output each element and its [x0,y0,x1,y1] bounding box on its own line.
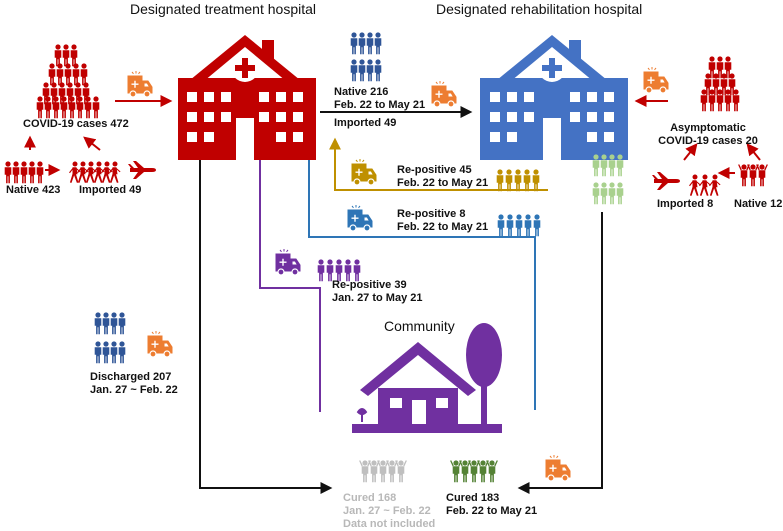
community-title: Community [384,318,455,334]
repositive-gold-line2: Feb. 22 to May 21 [397,177,489,189]
imported-cases-label: Imported 49 [79,184,142,196]
cured-grey-line1: Cured 168 [343,492,397,504]
native-people-icon [4,161,44,184]
asymptomatic-label-line2: COVID-19 cases 20 [658,135,758,147]
airplane-icon-left [128,161,156,179]
repositive-blue-people-icon [497,214,541,237]
covid-cases-people-icon [36,44,100,119]
arrow-repositive-blue [303,137,536,410]
repositive-blue-line1: Re-positive 8 [397,208,466,220]
repositive-gold-line1: Re-positive 45 [397,164,472,176]
cured-green-label: Cured 183 Feb. 22 to May 21 [446,492,537,518]
cured-grey-people-icon [359,460,407,483]
cured-grey-line3: Data not included [343,518,436,530]
ambulance-icon-discharged [147,330,173,358]
repositive-blue-label: Re-positive 8 Feb. 22 to May 21 [397,208,488,234]
arrow-repositive-purple [254,137,321,412]
native-asymptomatic-label: Native 12 [734,198,783,210]
ambulance-icon-right [643,66,669,94]
arrow-rehab-to-cured [517,212,603,494]
asymptomatic-label: Asymptomatic COVID-19 cases 20 [653,122,763,148]
ambulance-icon-cured [545,454,571,482]
treatment-hospital-title: Designated treatment hospital [130,1,316,17]
rehabilitation-hospital-icon [480,35,628,160]
rehab-patients-people-icon [592,154,624,205]
flow-arrows [24,95,761,494]
repositive-blue-line2: Feb. 22 to May 21 [397,221,489,233]
ambulance-icon-left [127,70,153,98]
native-transfer-line1: Native 216 [334,86,389,98]
native-cases-label: Native 423 [6,184,61,196]
discharged-people-icon [94,312,126,364]
airplane-icon-right [652,172,680,190]
repositive-purple-people-icon [317,259,361,282]
cured-green-people-icon [450,460,498,483]
treatment-hospital-icon [178,35,316,160]
covid-cases-label: COVID-19 cases 472 [23,118,129,130]
ambulance-icon-gold [351,158,377,186]
repositive-purple-line2: Jan. 27 to May 21 [332,292,423,304]
ambulance-icon-transfer [431,80,457,108]
arrow-discharged [199,160,333,494]
imported-transfer-label: Imported 49 [334,117,397,129]
cured-grey-line2: Jan. 27 ~ Feb. 22 [343,505,431,517]
asymptomatic-people-icon [700,56,740,112]
arrow-repositive-gold [329,137,548,191]
native-transfer-label: Native 216 Feb. 22 to May 21 [334,86,425,112]
imported-travelers-icon [69,161,121,183]
native-people-icon-right [738,164,768,187]
repositive-purple-label: Re-positive 39 Jan. 27 to May 21 [332,279,423,305]
repositive-purple-line1: Re-positive 39 [332,279,407,291]
cured-green-line2: Feb. 22 to May 21 [446,505,538,517]
repositive-gold-people-icon [496,169,540,192]
community-house-icon [352,323,502,433]
repositive-gold-label: Re-positive 45 Feb. 22 to May 21 [397,164,488,190]
cured-green-line1: Cured 183 [446,492,500,504]
ambulance-icon-purple [275,248,301,276]
asymptomatic-label-line1: Asymptomatic [670,122,746,134]
cured-grey-label: Cured 168 Jan. 27 ~ Feb. 22 Data not inc… [343,492,435,531]
imported-asymptomatic-label: Imported 8 [657,198,714,210]
ambulance-icon-blue [347,204,373,232]
discharged-line1: Discharged 207 [90,371,172,383]
native-transfer-line2: Feb. 22 to May 21 [334,99,426,111]
rehabilitation-hospital-title: Designated rehabilitation hospital [436,1,643,17]
imported-travelers-icon-right [689,174,721,196]
discharged-label: Discharged 207 Jan. 27 ~ Feb. 22 [90,371,178,397]
discharged-line2: Jan. 27 ~ Feb. 22 [90,384,178,396]
native-transfer-people-icon [350,32,382,82]
